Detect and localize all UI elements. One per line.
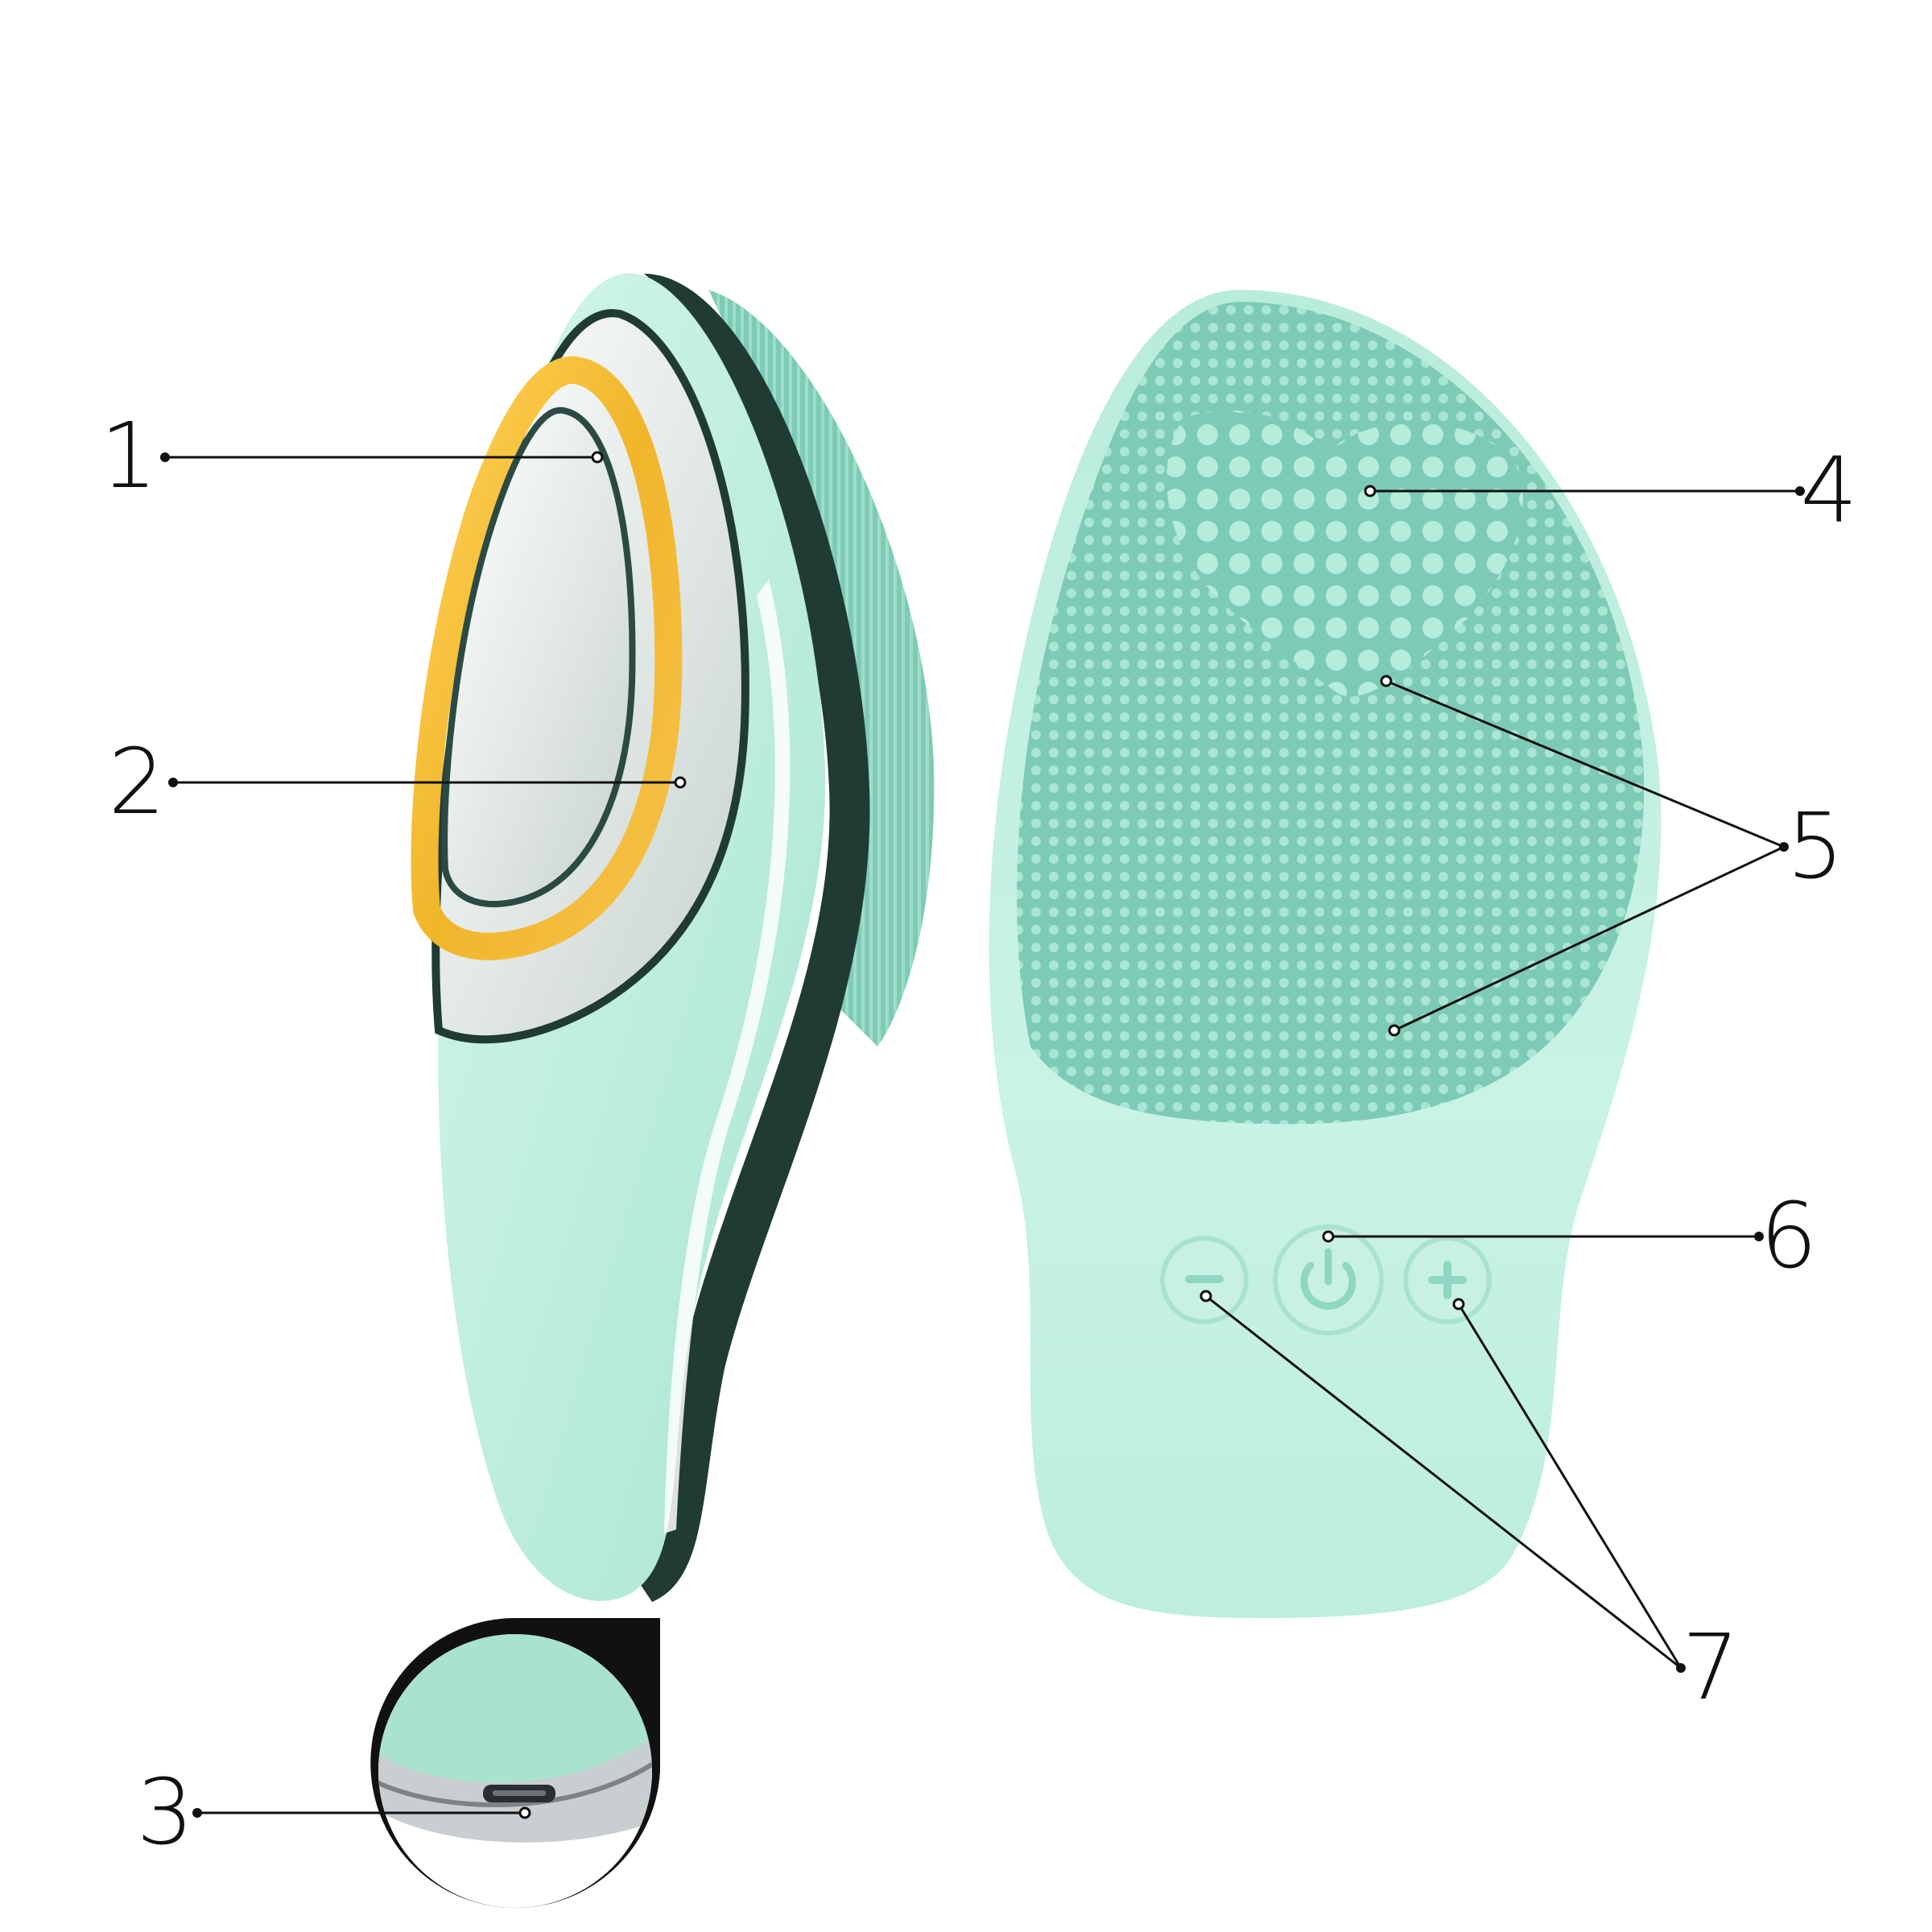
- callout-2: 2: [108, 730, 165, 835]
- body-highlight: [664, 580, 791, 1534]
- callout-5: 5: [1786, 795, 1843, 899]
- plus-button[interactable]: [1403, 1236, 1492, 1324]
- power-button[interactable]: [1273, 1224, 1384, 1335]
- plus-button-icon: [1428, 1261, 1467, 1299]
- callout-7: 7: [1682, 1616, 1739, 1720]
- minus-button-icon: [1185, 1275, 1224, 1283]
- chrome-band: [636, 274, 870, 1602]
- power-button-icon: [1300, 1248, 1356, 1310]
- callout-1: 1: [100, 404, 157, 509]
- callout-4: 4: [1800, 439, 1857, 543]
- large-nub-zone: [1166, 410, 1524, 697]
- callout-leaders: [160, 451, 1805, 1819]
- callout-6: 6: [1760, 1184, 1817, 1289]
- silicone-bristle-edge: [708, 290, 935, 1046]
- callout-labels: 1 2 3 4 5 6 7: [100, 404, 1857, 1865]
- minus-button[interactable]: [1160, 1236, 1249, 1324]
- led-light-ring: [411, 356, 683, 960]
- heating-plate: [441, 407, 636, 908]
- charging-port-zoom: [370, 1618, 660, 1908]
- device-front-view: [989, 290, 1662, 1618]
- callout-3: 3: [136, 1761, 193, 1865]
- device-side-view: [411, 273, 935, 1602]
- usb-port-icon: [483, 1785, 555, 1802]
